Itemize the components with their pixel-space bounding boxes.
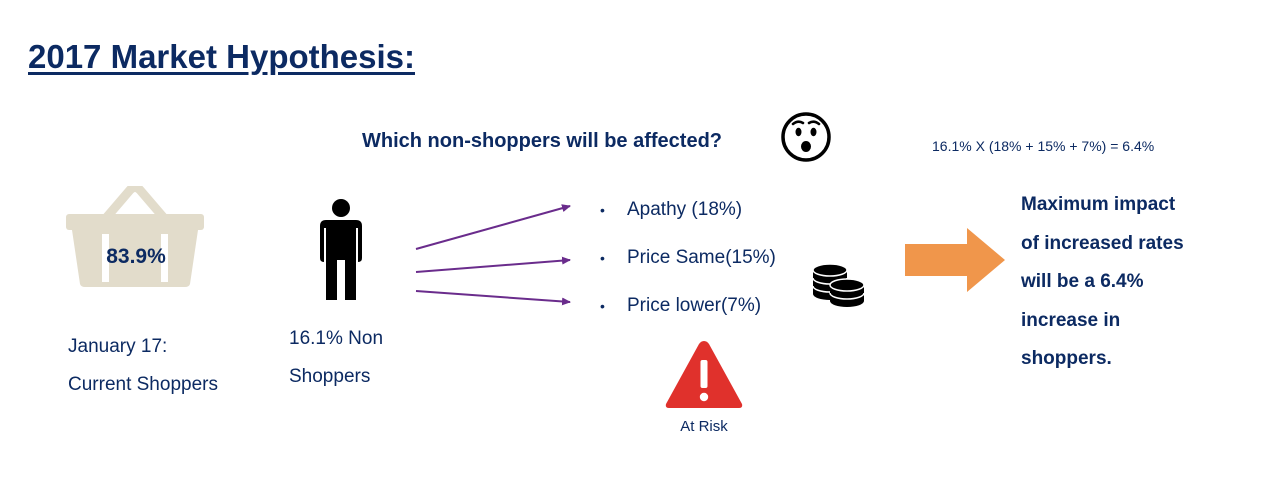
conclusion-text: Maximum impact of increased rates will b…	[1021, 186, 1184, 379]
segment-arrows	[415, 204, 571, 306]
segment-item: • Price Same(15%)	[600, 241, 776, 289]
arrow-to-price-same	[415, 256, 571, 273]
non-shoppers-line1: 16.1% Non	[289, 328, 384, 349]
coins-icon	[812, 263, 865, 307]
right-arrow-icon	[905, 228, 1005, 292]
segment-item: • Apathy (18%)	[600, 193, 776, 241]
person-icon	[320, 199, 362, 300]
bullet-dot: •	[600, 250, 605, 266]
impact-formula: 16.1% X (18% + 15% + 7%) = 6.4%	[932, 138, 1155, 154]
conclusion-line: Maximum impact	[1021, 194, 1176, 215]
arrow-to-apathy	[415, 204, 571, 250]
warning-icon	[665, 341, 743, 408]
page-title: 2017 Market Hypothesis:	[28, 38, 415, 75]
segment-label: Apathy (18%)	[627, 199, 743, 221]
conclusion-line: will be a 6.4%	[1021, 271, 1144, 292]
current-shoppers-line1: January 17:	[68, 336, 168, 357]
current-shoppers-percent: 83.9%	[106, 245, 166, 268]
question-heading: Which non-shoppers will be affected?	[362, 130, 723, 152]
segment-item: • Price lower(7%)	[600, 289, 776, 337]
bullet-dot: •	[600, 298, 605, 314]
surprised-face-icon	[781, 112, 831, 162]
segment-label: Price lower(7%)	[627, 295, 762, 317]
arrow-to-price-lower	[415, 290, 571, 306]
segment-label: Price Same(15%)	[627, 247, 776, 269]
conclusion-line: of increased rates	[1021, 232, 1184, 254]
conclusion-line: increase in	[1021, 309, 1121, 331]
bullet-dot: •	[600, 202, 605, 218]
current-shoppers-label: January 17: Current Shoppers	[68, 328, 218, 404]
at-risk-label: At Risk	[680, 418, 728, 435]
shopping-basket-icon	[66, 186, 204, 287]
non-shoppers-line2: Shoppers	[289, 366, 371, 387]
segment-list: • Apathy (18%) • Price Same(15%) • Price lo…	[600, 193, 776, 337]
current-shoppers-line2: Current Shoppers	[68, 374, 218, 395]
non-shoppers-label: 16.1% Non Shoppers	[289, 320, 383, 396]
conclusion-line: shoppers.	[1021, 348, 1112, 369]
